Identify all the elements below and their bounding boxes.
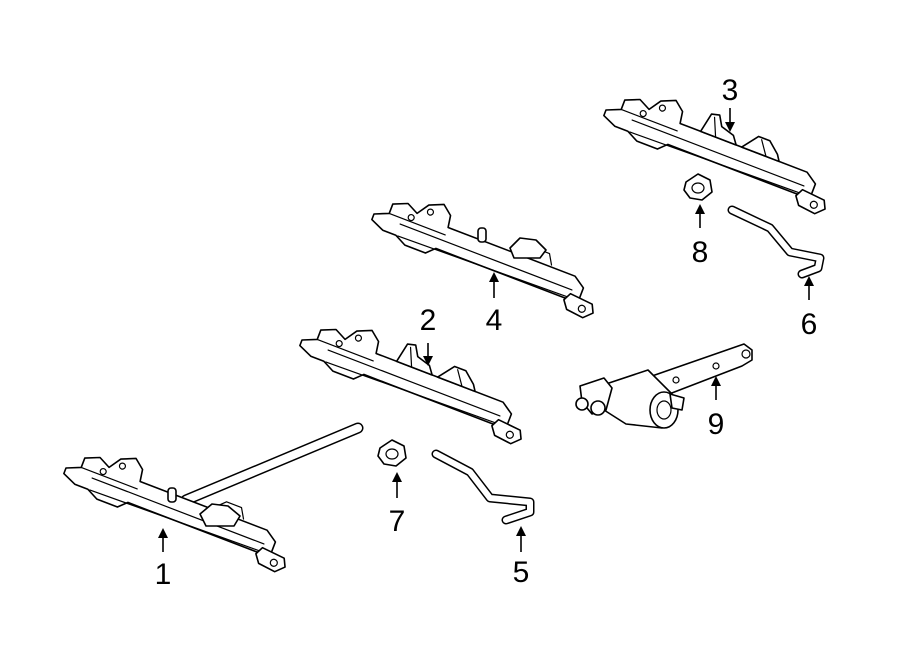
part-1-track bbox=[57, 422, 364, 576]
callout-8: 8 bbox=[692, 236, 709, 269]
part-5-bent-rod bbox=[431, 449, 535, 525]
leader-arrow-7 bbox=[392, 472, 402, 498]
part-6-bent-rod bbox=[727, 205, 825, 279]
callout-9: 9 bbox=[708, 408, 725, 441]
callout-4: 4 bbox=[486, 304, 503, 337]
callout-3: 3 bbox=[722, 74, 739, 107]
leader-arrows bbox=[158, 108, 814, 552]
part-9-motor bbox=[575, 343, 753, 429]
callout-1: 1 bbox=[155, 558, 172, 591]
callout-6: 6 bbox=[801, 308, 818, 341]
leader-arrow-6 bbox=[804, 276, 814, 300]
leader-arrow-9 bbox=[711, 376, 721, 400]
callout-labels: 1 2 3 4 5 6 7 8 9 bbox=[155, 74, 818, 591]
part-3-track bbox=[522, 75, 844, 229]
leader-arrow-3 bbox=[725, 108, 735, 132]
callout-7: 7 bbox=[389, 505, 406, 538]
part-7-nut bbox=[377, 439, 407, 467]
leader-arrow-8 bbox=[695, 204, 705, 228]
leader-arrow-2 bbox=[423, 343, 433, 366]
callout-2: 2 bbox=[420, 304, 437, 337]
callout-5: 5 bbox=[513, 556, 530, 589]
leader-arrow-4 bbox=[489, 272, 499, 298]
part-4-track bbox=[365, 181, 612, 322]
part-8-nut bbox=[683, 173, 713, 201]
leader-arrow-1 bbox=[158, 528, 168, 552]
leader-arrow-5 bbox=[516, 526, 526, 552]
